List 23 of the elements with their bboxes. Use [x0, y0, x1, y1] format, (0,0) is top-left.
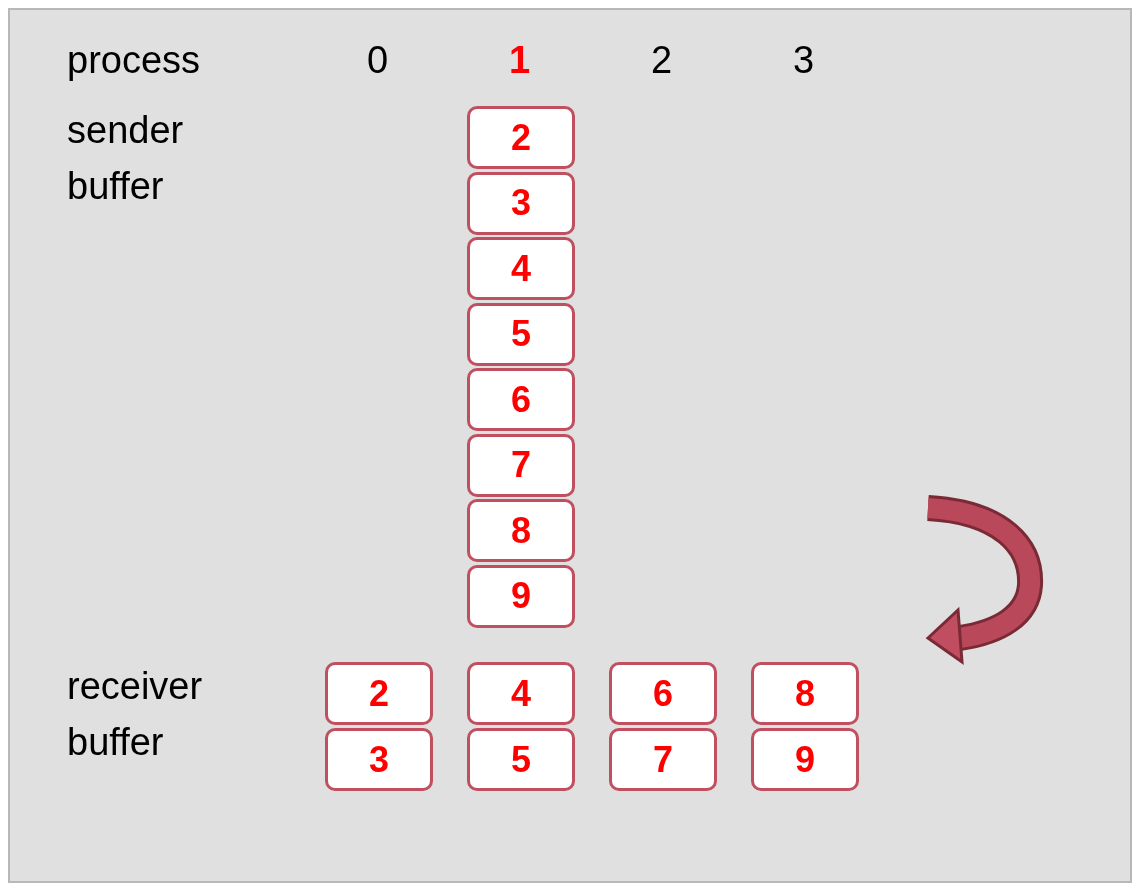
- buffer-cell: 4: [467, 662, 575, 725]
- column-label: 2: [651, 38, 673, 83]
- buffer-cell: 5: [467, 302, 575, 366]
- column-label: 0: [367, 38, 389, 83]
- buffer-cell: 6: [609, 662, 717, 725]
- buffer-cell: 8: [751, 662, 859, 725]
- buffer-cell: 7: [467, 433, 575, 497]
- buffer-cell: 9: [467, 564, 575, 628]
- row-label: process: [67, 38, 201, 83]
- column-label: 1: [509, 38, 531, 83]
- row-label: sender buffer: [67, 108, 185, 209]
- buffer-cell: 6: [467, 368, 575, 431]
- buffer-cell: 3: [467, 171, 575, 235]
- buffer-cell: 5: [467, 728, 575, 791]
- buffer-cell: 7: [609, 728, 717, 791]
- buffer-cell: 2: [325, 662, 433, 725]
- buffer-cell: 3: [325, 728, 433, 791]
- row-label: receiver buffer: [67, 664, 204, 765]
- buffer-cell: 4: [467, 237, 575, 300]
- column-label: 3: [793, 38, 815, 83]
- buffer-cell: 8: [467, 499, 575, 562]
- buffer-cell: 9: [751, 728, 859, 791]
- buffer-cell: 2: [467, 106, 575, 169]
